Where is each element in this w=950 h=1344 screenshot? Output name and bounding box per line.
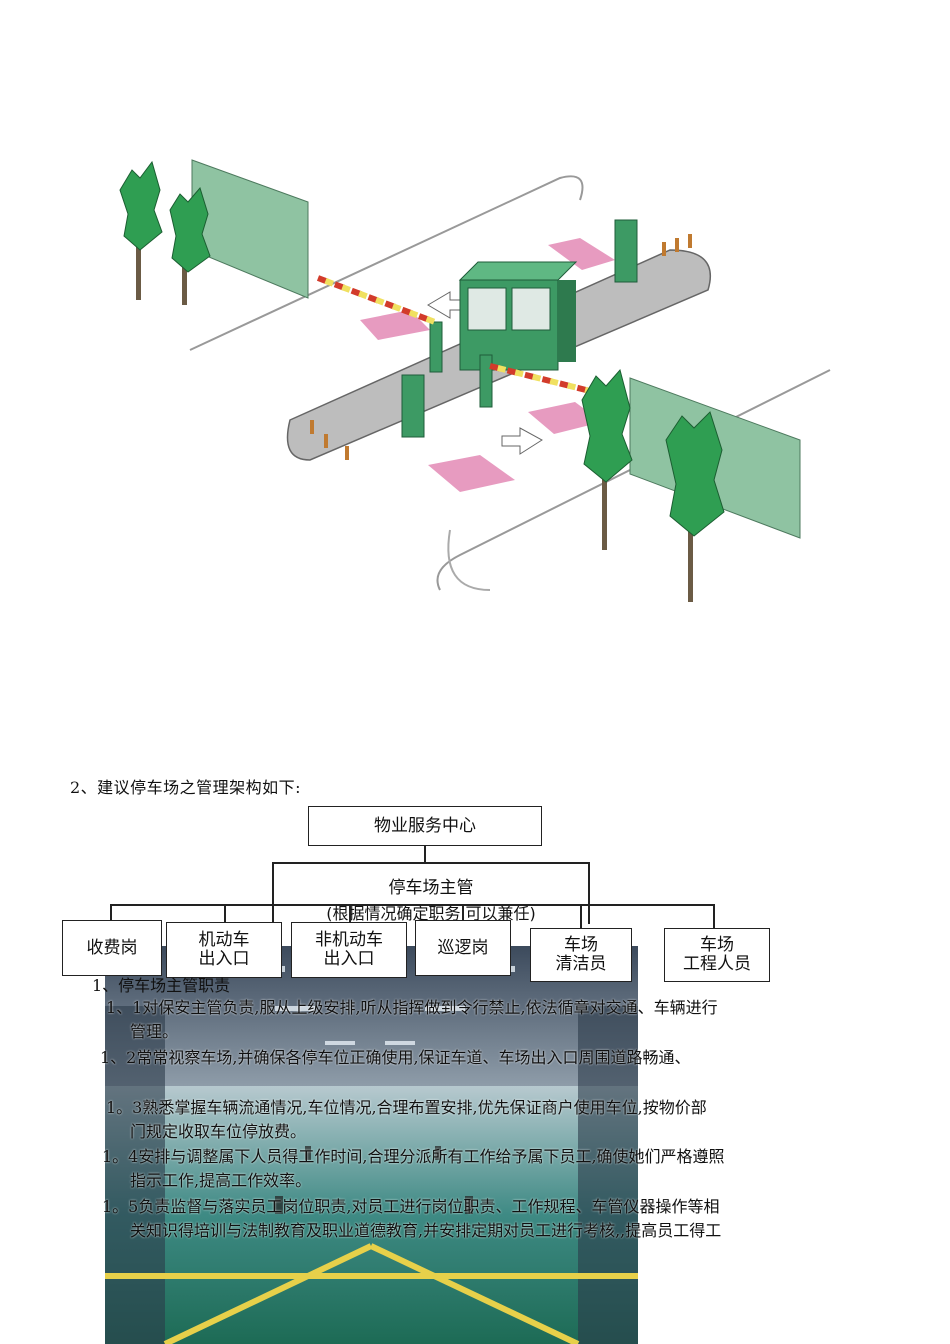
org-top-box: 物业服务中心	[308, 806, 542, 846]
connector-drop-6	[713, 904, 715, 928]
org-top-label: 物业服务中心	[374, 815, 476, 836]
position-box-patrol: 巡逻岗	[415, 920, 511, 976]
connector-manager-frame-top	[272, 862, 590, 864]
duty-5-cont: 关知识得培训与法制教育及职业道德教育,并安排定期对员工进行考核,,提高员工得工	[130, 1221, 722, 1240]
position-label: 非机动车	[315, 930, 383, 950]
duty-5-text: 1。5负责监督与落实员工岗位职责,对员工进行岗位职责、工作规程、车管仪器操作等相	[102, 1197, 720, 1216]
position-box-toll: 收费岗	[62, 920, 162, 976]
parking-entrance-illustration	[119, 159, 831, 602]
connector-drop-2	[224, 904, 226, 924]
duty-3-cont: 门规定收取车位停放费。	[130, 1122, 307, 1141]
position-label: 机动车	[198, 930, 250, 950]
duty-1-cont: 管理。	[130, 1022, 179, 1041]
org-manager-title: 停车场主管	[388, 878, 474, 898]
position-box-nonmotor-gate: 非机动车出入口	[291, 922, 407, 978]
connector-drop-5	[580, 904, 582, 928]
connector-drop-3	[349, 904, 351, 924]
connector-drop-4	[462, 904, 464, 922]
sub-heading: 1、停车场主管职责	[92, 976, 231, 995]
position-box-engineer: 车场工程人员	[664, 928, 770, 982]
position-label: 车场	[564, 935, 598, 955]
position-label-2: 出入口	[198, 949, 250, 969]
duty-1-text: 1、1对保安主管负责,服从上级安排,听从指挥做到令行禁止,依法循章对交通、车辆进…	[106, 998, 718, 1017]
position-label: 收费岗	[86, 937, 138, 958]
connector-manager-frame-left	[272, 862, 274, 924]
position-box-motor-gate: 机动车出入口	[166, 922, 282, 978]
connector-top-down	[424, 846, 426, 863]
duty-4: 1。4安排与调整属下人员得工作时间,合理分派所有工作给予属下员工,确使她们严格遵…	[102, 1145, 862, 1193]
connector-manager-frame-right	[588, 862, 590, 924]
connector-horizontal	[110, 904, 714, 906]
duty-5: 1。5负责监督与落实员工岗位职责,对员工进行岗位职责、工作规程、车管仪器操作等相…	[102, 1195, 862, 1243]
position-label-2: 出入口	[323, 949, 375, 969]
position-label: 巡逻岗	[437, 937, 489, 958]
duty-3: 1。3熟悉掌握车辆流通情况,车位情况,合理布置安排,优先保证商户使用车位,按物价…	[106, 1096, 866, 1144]
position-label-2: 清洁员	[555, 954, 607, 974]
duty-1: 1、1对保安主管负责,服从上级安排,听从指挥做到令行禁止,依法循章对交通、车辆进…	[106, 996, 866, 1044]
connector-drop-1	[110, 904, 112, 922]
duty-4-cont: 指示工作,提高工作效率。	[130, 1171, 312, 1190]
duty-2-text: 1、2常常视察车场,并确保各停车位正确使用,保证车道、车场出入口周围道路畅通、	[100, 1048, 691, 1067]
section-heading: 2、建议停车场之管理架构如下:	[70, 778, 302, 797]
org-manager-note: (根据情况确定职务,可以兼任)	[326, 904, 536, 923]
duty-2: 1、2常常视察车场,并确保各停车位正确使用,保证车道、车场出入口周围道路畅通、	[100, 1046, 860, 1070]
position-label: 车场	[700, 935, 734, 955]
position-label-2: 工程人员	[683, 954, 751, 974]
duty-4-text: 1。4安排与调整属下人员得工作时间,合理分派所有工作给予属下员工,确使她们严格遵…	[102, 1147, 725, 1166]
position-box-cleaner: 车场清洁员	[530, 928, 632, 982]
duty-3-text: 1。3熟悉掌握车辆流通情况,车位情况,合理布置安排,优先保证商户使用车位,按物价…	[106, 1098, 707, 1117]
